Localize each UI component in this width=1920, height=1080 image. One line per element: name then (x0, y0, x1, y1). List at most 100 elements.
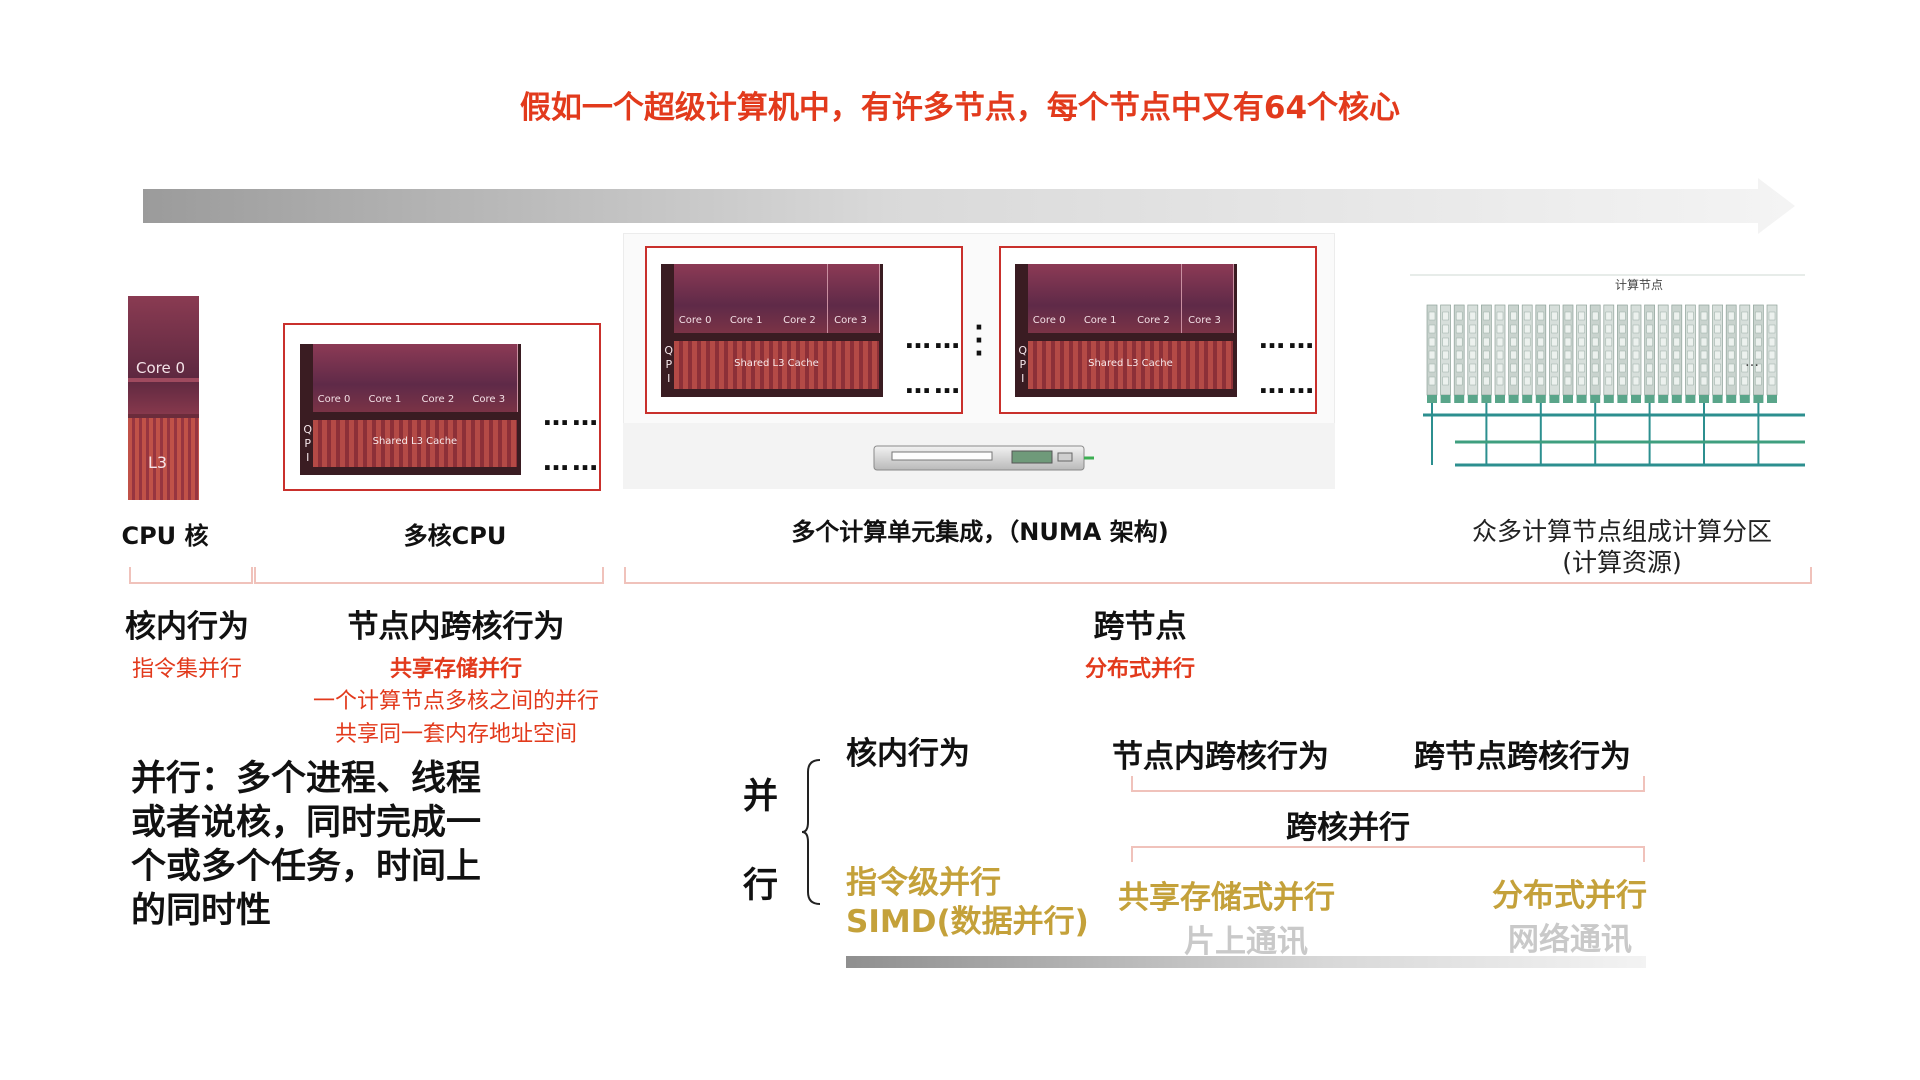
rack-slot (1715, 377, 1721, 385)
col1-head: 核内行为 (846, 728, 970, 773)
rack-slot (1647, 377, 1653, 385)
group-in-node-desc: 一个计算节点多核之间的并行 (276, 683, 636, 715)
bracket-in-core (129, 567, 253, 584)
rack-slot (1443, 312, 1449, 320)
rack-slot (1497, 312, 1503, 320)
rack-slot (1579, 325, 1585, 333)
rack-slot (1633, 312, 1639, 320)
definition-line: 的同时性 (131, 889, 551, 933)
rack-slot (1524, 325, 1530, 333)
rack-slot (1538, 364, 1544, 372)
rack-slot (1674, 377, 1680, 385)
rack-slot (1551, 351, 1557, 359)
rack-slot (1456, 364, 1462, 372)
rack-slot (1592, 312, 1598, 320)
rack-slot (1443, 325, 1449, 333)
group-in-node-title: 节点内跨核行为 (306, 601, 606, 646)
rack-slot (1660, 377, 1666, 385)
rack-base (1468, 395, 1478, 403)
rack-slot (1429, 351, 1435, 359)
rack-slot (1456, 338, 1462, 346)
rack-slot (1728, 325, 1734, 333)
rack-base (1740, 395, 1750, 403)
rack-slot (1524, 351, 1530, 359)
rack-slot (1511, 325, 1517, 333)
more-cores-ellipsis: …… (543, 447, 601, 477)
rack-slot (1674, 312, 1680, 320)
rack-slot (1606, 377, 1612, 385)
rack-base (1495, 395, 1505, 403)
rack-slot (1524, 312, 1530, 320)
rack-slot (1728, 364, 1734, 372)
parallel-side-label-top: 并 (743, 768, 778, 819)
rack-slot (1715, 325, 1721, 333)
core-label: Core 2 (783, 315, 816, 326)
rack-slot (1483, 351, 1489, 359)
rack-base (1685, 395, 1695, 403)
rack-base (1645, 395, 1655, 403)
rack-slot (1606, 325, 1612, 333)
rack-slot (1497, 364, 1503, 372)
rack-slot (1606, 364, 1612, 372)
rack-slot (1579, 312, 1585, 320)
core-label: Core 3 (472, 394, 505, 405)
rack-slot (1565, 351, 1571, 359)
rack-slot (1551, 312, 1557, 320)
rack-slot (1633, 364, 1639, 372)
rack-slot (1443, 351, 1449, 359)
core-label: Core 1 (369, 394, 402, 405)
rack-slot (1592, 364, 1598, 372)
rack-slot (1633, 377, 1639, 385)
rack-slot (1687, 364, 1693, 372)
rack-base (1767, 395, 1777, 403)
more-cores-ellipsis: …… (1259, 370, 1317, 400)
rack-slot (1456, 351, 1462, 359)
rack-slot (1728, 377, 1734, 385)
rack-slot (1687, 377, 1693, 385)
definition-line: 并行：多个进程、线程 (131, 757, 551, 801)
rack-slot (1538, 312, 1544, 320)
rack-slot (1715, 351, 1721, 359)
rack-slot (1660, 351, 1666, 359)
rack-slot (1674, 338, 1680, 346)
rack-slot (1470, 377, 1476, 385)
rack-slot (1443, 377, 1449, 385)
rack-slot (1660, 325, 1666, 333)
rack-slot (1755, 312, 1761, 320)
compute-cluster-illustration: … (1405, 270, 1810, 485)
rack-slot (1687, 351, 1693, 359)
rack-slot (1470, 312, 1476, 320)
rack-base (1454, 395, 1464, 403)
rack-slot (1701, 338, 1707, 346)
rack-slot (1687, 325, 1693, 333)
rack-slot (1538, 338, 1544, 346)
rack-slot (1742, 312, 1748, 320)
rack-slot (1715, 312, 1721, 320)
rack-slot (1483, 338, 1489, 346)
col3-head: 跨节点跨核行为 (1414, 731, 1631, 776)
rack-slot (1538, 351, 1544, 359)
svg-text:…: … (1745, 354, 1759, 370)
rack-slot (1647, 338, 1653, 346)
rack-base (1631, 395, 1641, 403)
group-in-node-sub: 共享存储并行 (306, 651, 606, 683)
col2-head: 节点内跨核行为 (1112, 731, 1329, 776)
rack-slot (1701, 325, 1707, 333)
parallel-definition: 并行：多个进程、线程 或者说核，同时完成一 个或多个任务，时间上 的同时性 (131, 757, 551, 933)
rack-slot (1769, 377, 1775, 385)
rack-slot (1660, 312, 1666, 320)
rack-slot (1619, 377, 1625, 385)
rack-base (1549, 395, 1559, 403)
rack-slot (1769, 312, 1775, 320)
rack-slot (1769, 351, 1775, 359)
rack-slot (1742, 325, 1748, 333)
rack-slot (1715, 364, 1721, 372)
rack-slot (1660, 338, 1666, 346)
bracket-in-node (254, 567, 604, 584)
rack-slot (1674, 351, 1680, 359)
cross-core-parallel: 跨核并行 (1286, 802, 1410, 847)
caption-multicore-cpu: 多核CPU (345, 516, 565, 551)
